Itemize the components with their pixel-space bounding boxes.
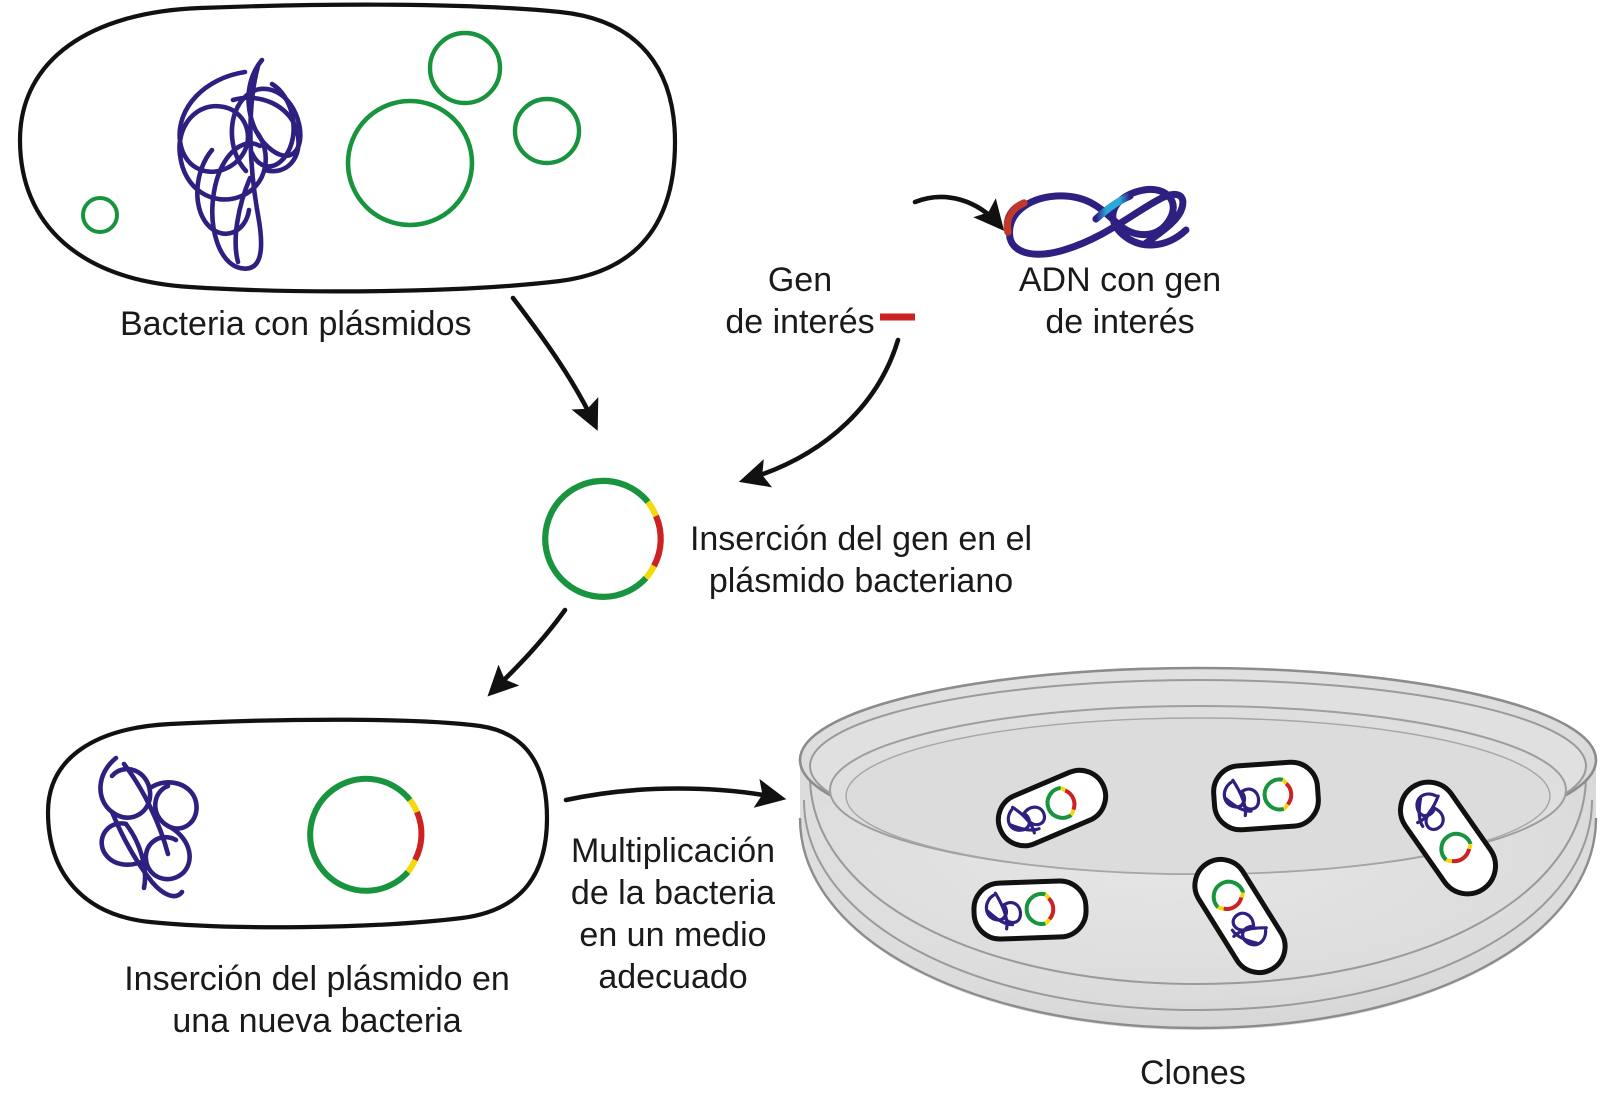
arrow-adn-to-gen (912, 194, 1005, 231)
plasmid-ring-3 (427, 30, 503, 106)
plasmid-ring-1 (81, 196, 119, 234)
nueva-bacteria-plasmido (307, 775, 425, 894)
label-adn-con-gen-de-interes: ADN con gen de interés (1018, 261, 1222, 341)
plasmido-recombinante (542, 477, 664, 600)
bacteria-con-plasmidos-cell (17, 2, 678, 294)
adn-con-gen-de-interes-strand (1003, 185, 1190, 258)
nueva-bacteria-chromosome (98, 755, 199, 899)
label-insercion-del-gen: Inserción del gen en el plásmido bacteri… (689, 520, 1033, 600)
label-clones: Clones (1140, 1054, 1246, 1092)
label-insercion-del-plasmido: Inserción del plásmido en una nueva bact… (124, 960, 510, 1040)
arrow-gen-to-plasmid (738, 337, 901, 488)
label-multiplicacion-de-la-bacteria: Multiplicación de la bacteria en un medi… (570, 832, 776, 996)
clone-bacterium-4 (971, 878, 1089, 942)
plasmid-ring-4 (512, 96, 582, 166)
clone-bacterium-5 (1192, 856, 1288, 976)
clone-bacterium-2 (1211, 759, 1321, 833)
arrow-plasmid-to-bacteria (487, 607, 568, 697)
chromosome-dna-tangle (177, 57, 303, 271)
placa-de-petri (798, 666, 1598, 1030)
nueva-bacteria-cell (45, 717, 550, 930)
clone-bacterium-3 (1397, 779, 1499, 897)
arrow-bacteria-to-petri (563, 778, 787, 808)
arrow-bacteria-to-plasmid (510, 295, 599, 431)
clone-bacterium-1 (995, 767, 1109, 849)
label-bacteria-con-plasmidos: Bacteria con plásmidos (120, 305, 472, 343)
label-gen-de-interes: Gen de interés (725, 261, 875, 341)
nueva-bacteria-outline (45, 717, 550, 930)
plasmid-ring-2 (345, 98, 475, 228)
